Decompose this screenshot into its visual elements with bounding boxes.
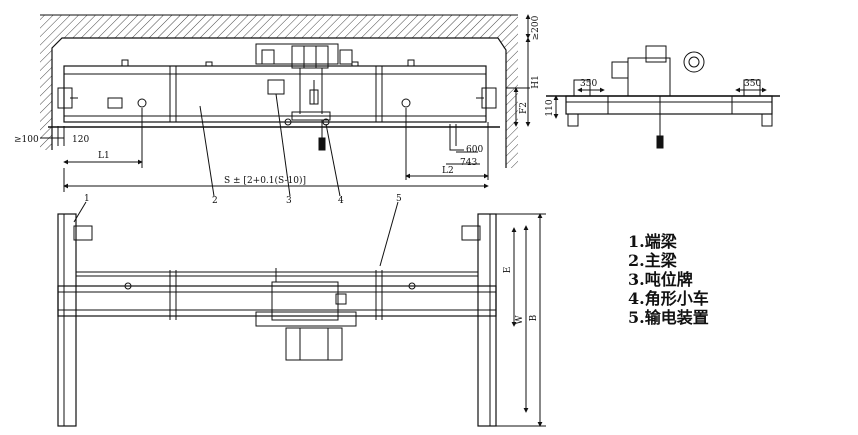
end-beam-right-plan bbox=[477, 213, 497, 427]
dim-side-110: 110 bbox=[545, 99, 555, 116]
dim-600: 600 bbox=[466, 145, 483, 155]
dim-side-right-350: 350 bbox=[744, 79, 761, 89]
hoist-trolley bbox=[255, 43, 339, 65]
dim-b: B bbox=[529, 314, 539, 321]
plan-labels: 1 5 E W B bbox=[84, 194, 539, 325]
main-girder-elevation bbox=[63, 65, 487, 123]
dim-743: 743 bbox=[460, 158, 477, 168]
dim-left-120: 120 bbox=[72, 135, 89, 145]
parts-legend: 1.端梁 2.主梁 3.吨位牌 4.角形小车 5.输电装置 bbox=[628, 232, 709, 327]
main-girder-plan bbox=[57, 285, 497, 317]
dim-h1: H1 bbox=[531, 75, 541, 89]
side-dimension-labels: 350 350 110 bbox=[545, 79, 761, 117]
legend-item: 4.角形小车 bbox=[628, 289, 709, 308]
dim-e: E bbox=[503, 267, 513, 274]
dim-l2: L2 bbox=[442, 166, 454, 176]
legend-item: 1.端梁 bbox=[628, 232, 677, 251]
legend-item: 2.主梁 bbox=[628, 251, 677, 270]
plan-view bbox=[57, 201, 546, 427]
hoist-drum-plan bbox=[285, 327, 343, 361]
elevation-dimension-labels: ≥200 H1 F2 ≥100 120 L1 600 743 L2 S ± [2… bbox=[14, 15, 541, 186]
callout-3: 3 bbox=[286, 196, 292, 206]
side-view bbox=[546, 45, 780, 149]
elevation-callouts: 2 3 4 bbox=[212, 196, 344, 206]
end-bogie-right bbox=[481, 87, 497, 109]
building-outline bbox=[51, 37, 507, 168]
callout-4: 4 bbox=[338, 196, 344, 206]
tonnage-plate bbox=[267, 79, 285, 95]
callout-1: 1 bbox=[84, 194, 90, 204]
trolley-side bbox=[627, 57, 671, 97]
dim-clearance-top: ≥200 bbox=[531, 15, 541, 40]
building-hatching bbox=[40, 15, 518, 168]
callout-5: 5 bbox=[396, 194, 402, 204]
legend-item: 5.输电装置 bbox=[628, 308, 709, 327]
trolley-plan bbox=[271, 281, 339, 321]
end-beam-side bbox=[565, 95, 773, 115]
end-beam-left-plan bbox=[57, 213, 77, 427]
dim-span: S ± [2+0.1(S-10)] bbox=[224, 175, 306, 186]
dim-w: W bbox=[515, 315, 525, 325]
dim-side-left-350: 350 bbox=[580, 79, 597, 89]
dim-l1: L1 bbox=[98, 151, 110, 161]
front-elevation-view bbox=[40, 14, 531, 197]
legend-item: 3.吨位牌 bbox=[628, 270, 693, 289]
dim-f2: F2 bbox=[519, 102, 529, 114]
end-bogie-left bbox=[57, 87, 73, 109]
callout-2: 2 bbox=[212, 196, 218, 206]
dim-left-min: ≥100 bbox=[14, 135, 39, 145]
